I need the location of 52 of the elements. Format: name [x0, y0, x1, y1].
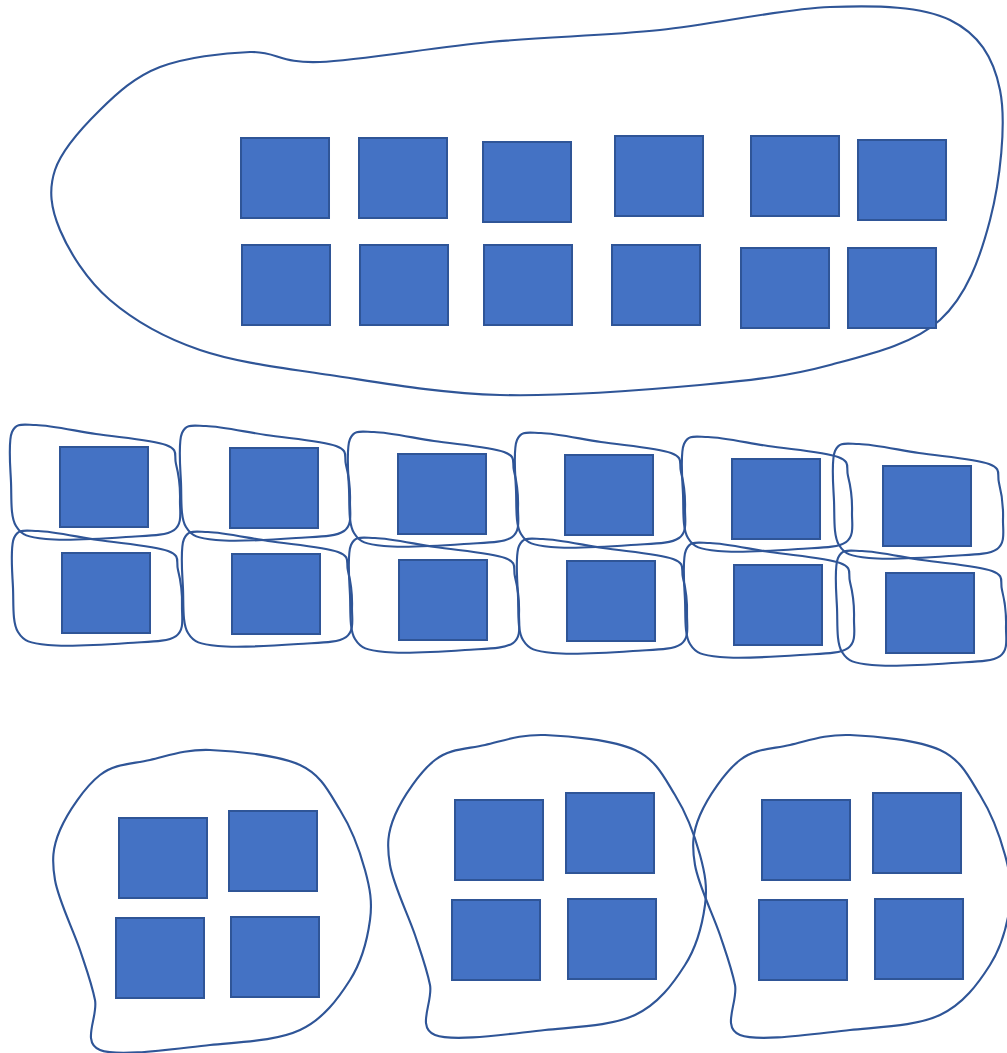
- square: [882, 465, 972, 547]
- square: [885, 572, 975, 654]
- square: [358, 137, 448, 219]
- loop-outline: [10, 529, 184, 647]
- square: [731, 458, 821, 540]
- square: [611, 244, 701, 326]
- square: [740, 247, 830, 329]
- square: [61, 552, 151, 634]
- square: [847, 247, 937, 329]
- square: [398, 559, 488, 641]
- square: [614, 135, 704, 217]
- loop-outline: [513, 431, 687, 549]
- square: [565, 792, 655, 874]
- square: [230, 916, 320, 998]
- square: [872, 792, 962, 874]
- square: [857, 139, 947, 221]
- square: [115, 917, 205, 999]
- loop-outline: [680, 435, 854, 553]
- loop-outline: [52, 748, 373, 1053]
- square: [761, 799, 851, 881]
- square: [118, 817, 208, 899]
- loop-outline: [515, 537, 689, 655]
- loop-outline: [682, 541, 856, 659]
- loop-outline: [834, 549, 1007, 667]
- loop-outline: [347, 536, 521, 654]
- loop-outline: [180, 530, 354, 648]
- loop-outline: [8, 423, 182, 541]
- square: [229, 447, 319, 529]
- square: [231, 553, 321, 635]
- loop-outline: [178, 424, 352, 542]
- square: [566, 560, 656, 642]
- square: [733, 564, 823, 646]
- square: [564, 454, 654, 536]
- square: [228, 810, 318, 892]
- square: [483, 244, 573, 326]
- square: [397, 453, 487, 535]
- square: [59, 446, 149, 528]
- square: [567, 898, 657, 980]
- square: [451, 899, 541, 981]
- loop-outline: [692, 733, 1007, 1039]
- square: [240, 137, 330, 219]
- square: [359, 244, 449, 326]
- square: [758, 899, 848, 981]
- square: [874, 898, 964, 980]
- square: [241, 244, 331, 326]
- loop-outline: [387, 733, 708, 1039]
- loop-outline: [831, 442, 1005, 560]
- square: [482, 141, 572, 223]
- loop-outline: [50, 5, 1004, 397]
- loop-outline: [346, 430, 520, 548]
- square: [750, 135, 840, 217]
- square: [454, 799, 544, 881]
